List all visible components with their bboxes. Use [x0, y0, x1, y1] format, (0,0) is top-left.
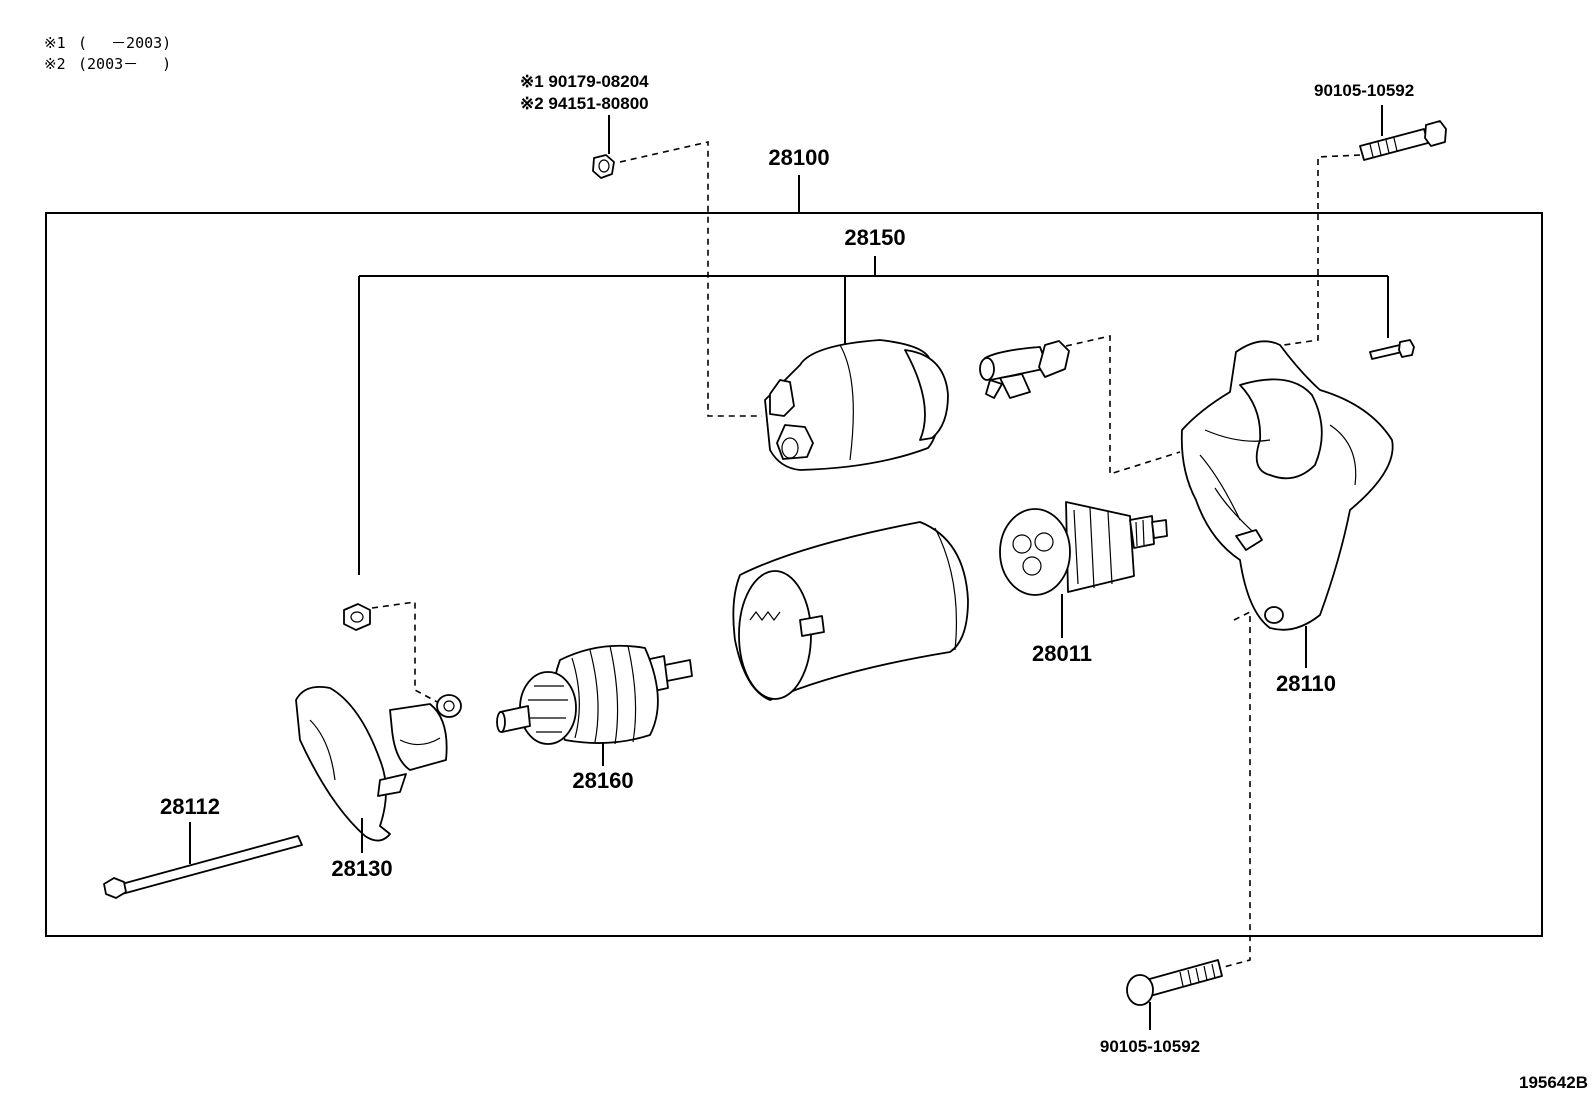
label-28160: 28160: [572, 768, 633, 793]
label-28150: 28150: [844, 225, 905, 250]
assembly-frame: [45, 212, 1543, 937]
note-2-mark: ※2: [44, 55, 66, 73]
bracket-28150: [358, 256, 1389, 575]
solenoid: [764, 339, 949, 471]
top-nut: [592, 154, 615, 179]
figure-id: 195642B: [1519, 1073, 1588, 1092]
note-1-range: ( －2003): [78, 34, 171, 52]
dash-terminal-nut: [371, 601, 453, 711]
dash-bottom-bolt: [1219, 610, 1251, 969]
plunger: [979, 340, 1070, 399]
top-bolt: [1359, 120, 1447, 161]
brush-holder: [295, 685, 462, 842]
dash-top-nut: [619, 140, 762, 417]
label-top-bolt: 90105-10592: [1314, 81, 1414, 100]
note-1-mark: ※1: [44, 34, 66, 52]
note-1: ※1 ( －2003): [44, 34, 171, 52]
label-top-nut-2: ※2 94151-80800: [520, 94, 649, 113]
label-28110: 28110: [1276, 671, 1336, 696]
dash-plunger: [1065, 334, 1181, 476]
yoke: [732, 521, 969, 701]
note-2: ※2 (2003－ ): [44, 55, 171, 73]
starter-clutch: [999, 501, 1168, 596]
label-28011: 28011: [1032, 641, 1092, 666]
label-28130: 28130: [331, 856, 392, 881]
label-28100: 28100: [768, 145, 829, 170]
label-bottom-bolt: 90105-10592: [1100, 1037, 1200, 1056]
label-28112: 28112: [160, 794, 220, 819]
through-bolt: [103, 835, 303, 899]
terminal-nut: [343, 603, 371, 631]
dash-top-bolt: [1283, 154, 1361, 346]
drive-housing: [1180, 340, 1394, 631]
bottom-bolt: [1126, 959, 1223, 1006]
note-2-range: (2003－ ): [78, 55, 171, 73]
armature: [496, 644, 693, 745]
label-top-nut-1: ※1 90179-08204: [520, 72, 649, 91]
terminal-screw: [1369, 339, 1415, 360]
